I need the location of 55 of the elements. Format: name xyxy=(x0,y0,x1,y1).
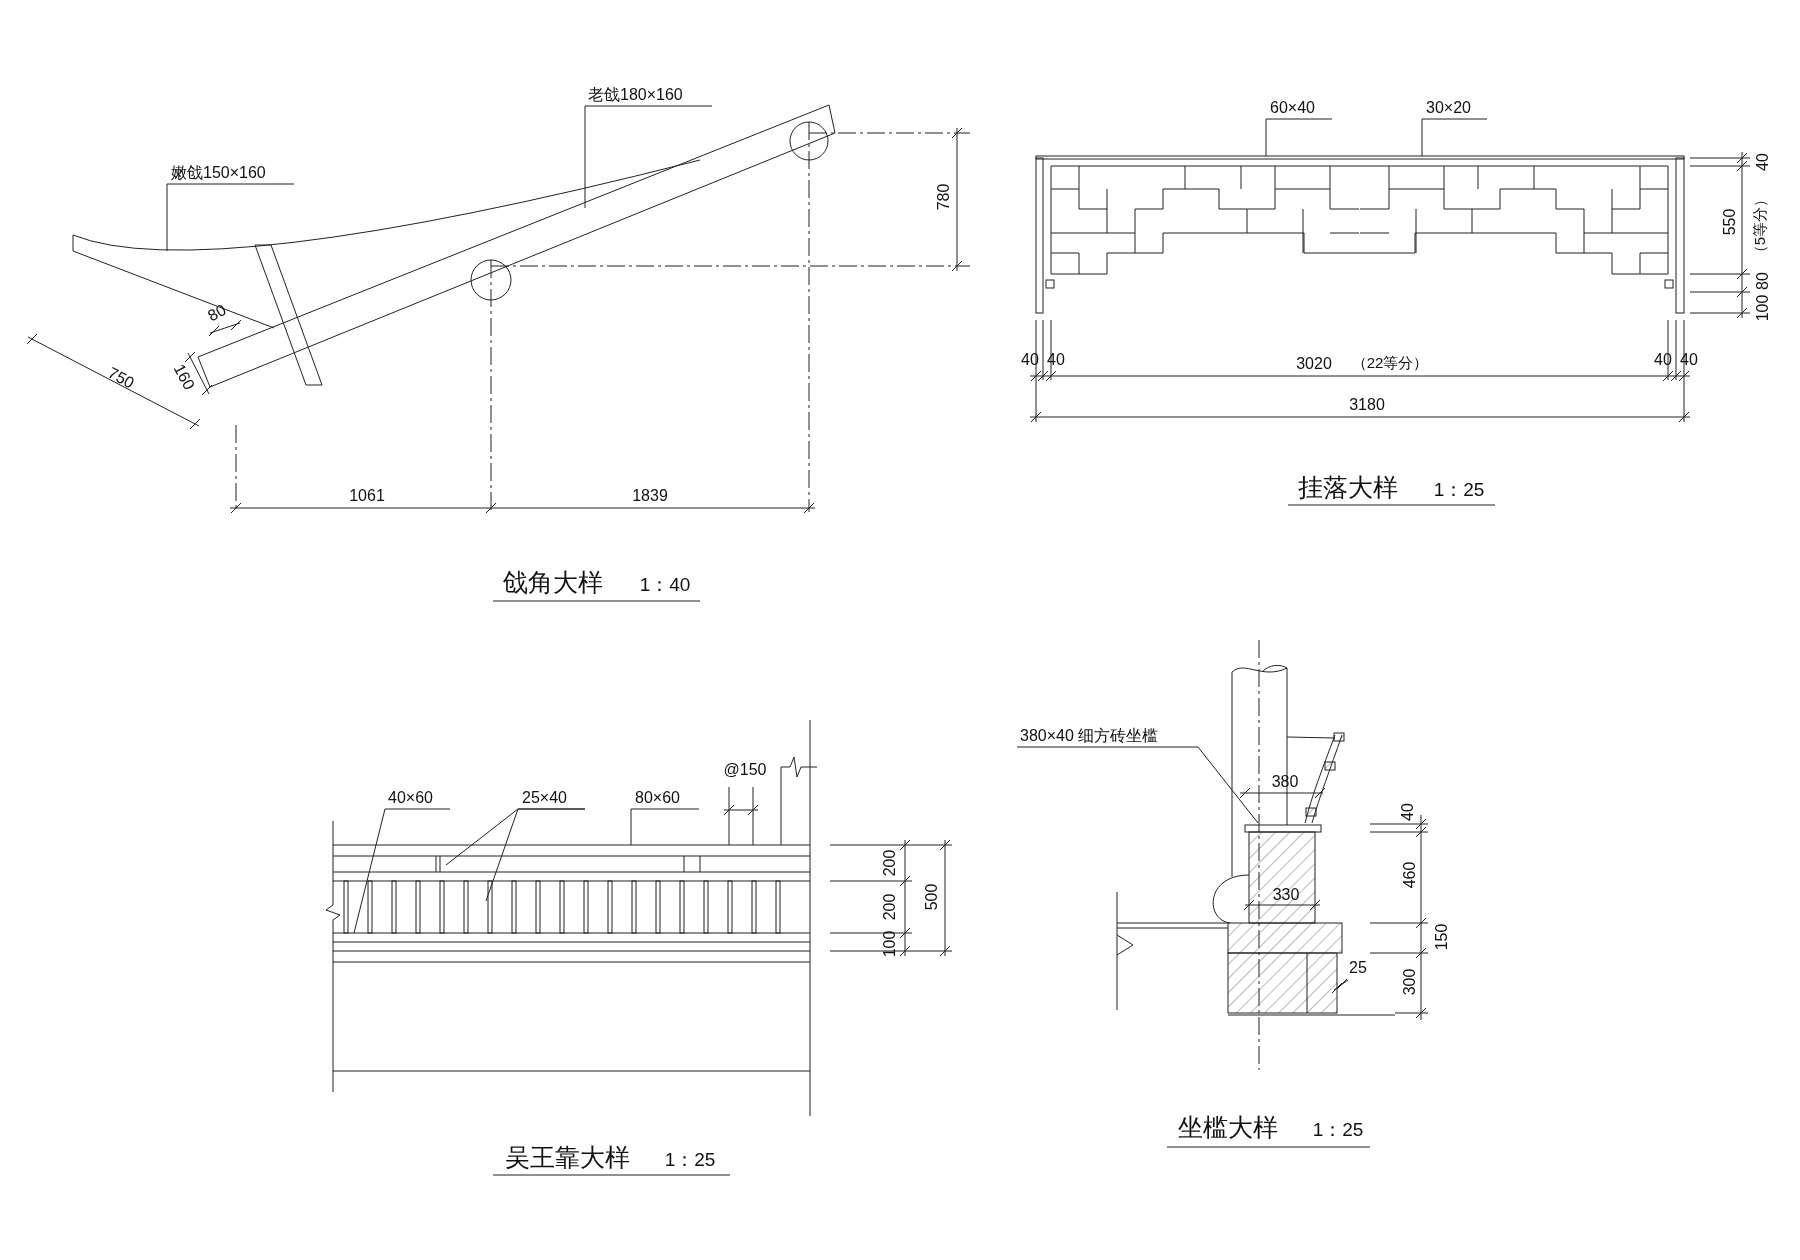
dimension-label: 40 xyxy=(1399,803,1417,821)
drawing-title: 吴王靠大样 xyxy=(504,1144,630,1172)
leader-line xyxy=(1421,118,1488,157)
dimension-label: 40 xyxy=(1680,351,1698,369)
leader-line xyxy=(1016,746,1259,824)
scale-label: 1：25 xyxy=(664,1149,716,1171)
dimension-label: 40 xyxy=(1021,351,1039,369)
dimension-label: 300 xyxy=(1401,968,1419,996)
dimension-label: 160 xyxy=(169,361,199,393)
division-note: （22等分） xyxy=(1351,354,1429,372)
dimension-label: 150 xyxy=(1433,923,1451,951)
dimension-label: 380 xyxy=(1271,773,1299,791)
dimension-label: 40 xyxy=(1654,351,1672,369)
leader-line xyxy=(166,183,295,252)
dimension-label: 80 xyxy=(205,301,229,325)
top-rail xyxy=(1035,155,1685,160)
dimension-label: 330 xyxy=(1272,886,1300,904)
part-label: 60×40 xyxy=(1270,99,1315,119)
scale-label: 1：25 xyxy=(1433,479,1485,501)
leader-line xyxy=(584,105,713,209)
dimension-label: 460 xyxy=(1401,861,1419,889)
dimension-label: 780 xyxy=(935,183,953,211)
leader-line xyxy=(1265,118,1333,157)
part-label: 40×60 xyxy=(388,789,433,809)
dimension-label: 100 xyxy=(1754,294,1772,322)
dimension-label: 80 xyxy=(1754,272,1772,290)
leader-line xyxy=(630,808,700,846)
part-label: 25×40 xyxy=(522,789,567,809)
dimension-label: 550 xyxy=(1721,208,1739,236)
dimension-label: @150 xyxy=(723,761,767,779)
scale-label: 1：40 xyxy=(639,574,691,596)
dimension-label: 200 xyxy=(881,893,899,921)
dimension-label: 40 xyxy=(1047,351,1065,369)
dimension-label: 1839 xyxy=(632,487,668,505)
drawing-title: 挂落大样 xyxy=(1298,474,1398,502)
dimension-label: 1061 xyxy=(349,487,385,505)
division-note: （5等分） xyxy=(1751,191,1769,261)
dimension-label: 750 xyxy=(105,363,137,393)
dimension-label: 3180 xyxy=(1349,396,1385,414)
dimension-label: 200 xyxy=(881,849,899,877)
leader-line xyxy=(485,808,586,902)
leader-line xyxy=(353,808,451,934)
part-label: 老戗180×160 xyxy=(588,86,683,106)
part-label: 380×40 细方砖坐槛 xyxy=(1020,727,1159,747)
scale-label: 1：25 xyxy=(1312,1119,1364,1141)
part-label: 30×20 xyxy=(1426,99,1471,119)
dimension-label: 40 xyxy=(1754,153,1772,171)
part-label: 嫩戗150×160 xyxy=(171,164,266,184)
drawing-title: 戗角大样 xyxy=(503,569,603,597)
dimension-label: 3020 xyxy=(1296,355,1332,373)
dimension-label: 25 xyxy=(1349,959,1367,977)
dimension-label: 100 xyxy=(881,930,899,958)
part-label: 80×60 xyxy=(635,789,680,809)
dimension-label: 500 xyxy=(923,883,941,911)
drawing-title: 坐槛大样 xyxy=(1178,1114,1278,1142)
